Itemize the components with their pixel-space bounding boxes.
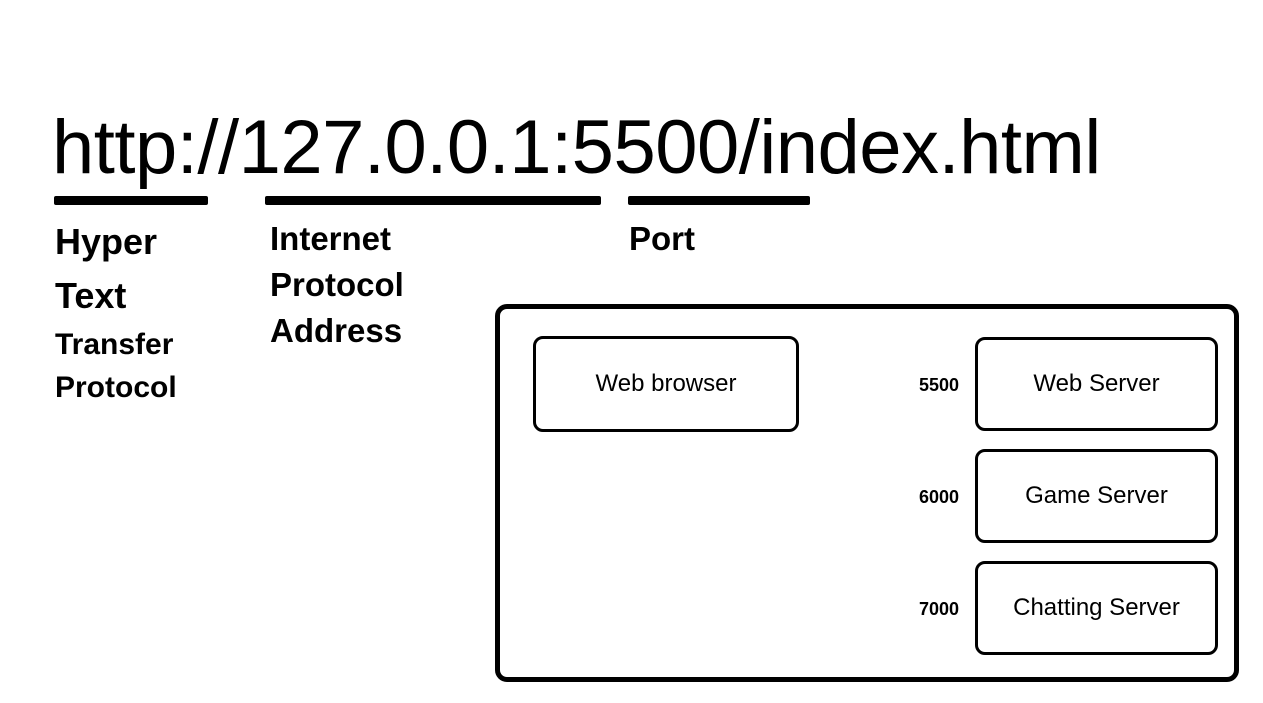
ip-label: Internet Protocol Address [270,216,404,354]
web-browser-box: Web browser [533,336,799,432]
port-label: Port [629,220,695,257]
port-number-chat: 7000 [918,599,959,619]
ip-underline [265,196,601,205]
url-text: http://127.0.0.1:5500/index.html [52,105,1101,190]
ip-label-address: Address [270,312,403,349]
ip-label-protocol: Protocol [270,266,404,303]
http-label: Hyper Text Transfer Protocol [55,215,177,409]
port-underline [628,196,810,205]
chatting-server-box: Chatting Server [975,561,1218,655]
http-label-hyper: Hyper [55,221,158,262]
web-server-box: Web Server [975,337,1218,431]
http-label-protocol: Protocol [55,371,177,404]
port-number-game: 6000 [918,487,959,507]
http-label-transfer: Transfer [55,328,174,361]
computer-box [495,304,1239,682]
http-underline [54,196,208,205]
ip-label-internet: Internet [270,220,392,257]
http-label-text: Text [55,275,127,316]
game-server-box: Game Server [975,449,1218,543]
port-number-web: 5500 [918,375,959,395]
